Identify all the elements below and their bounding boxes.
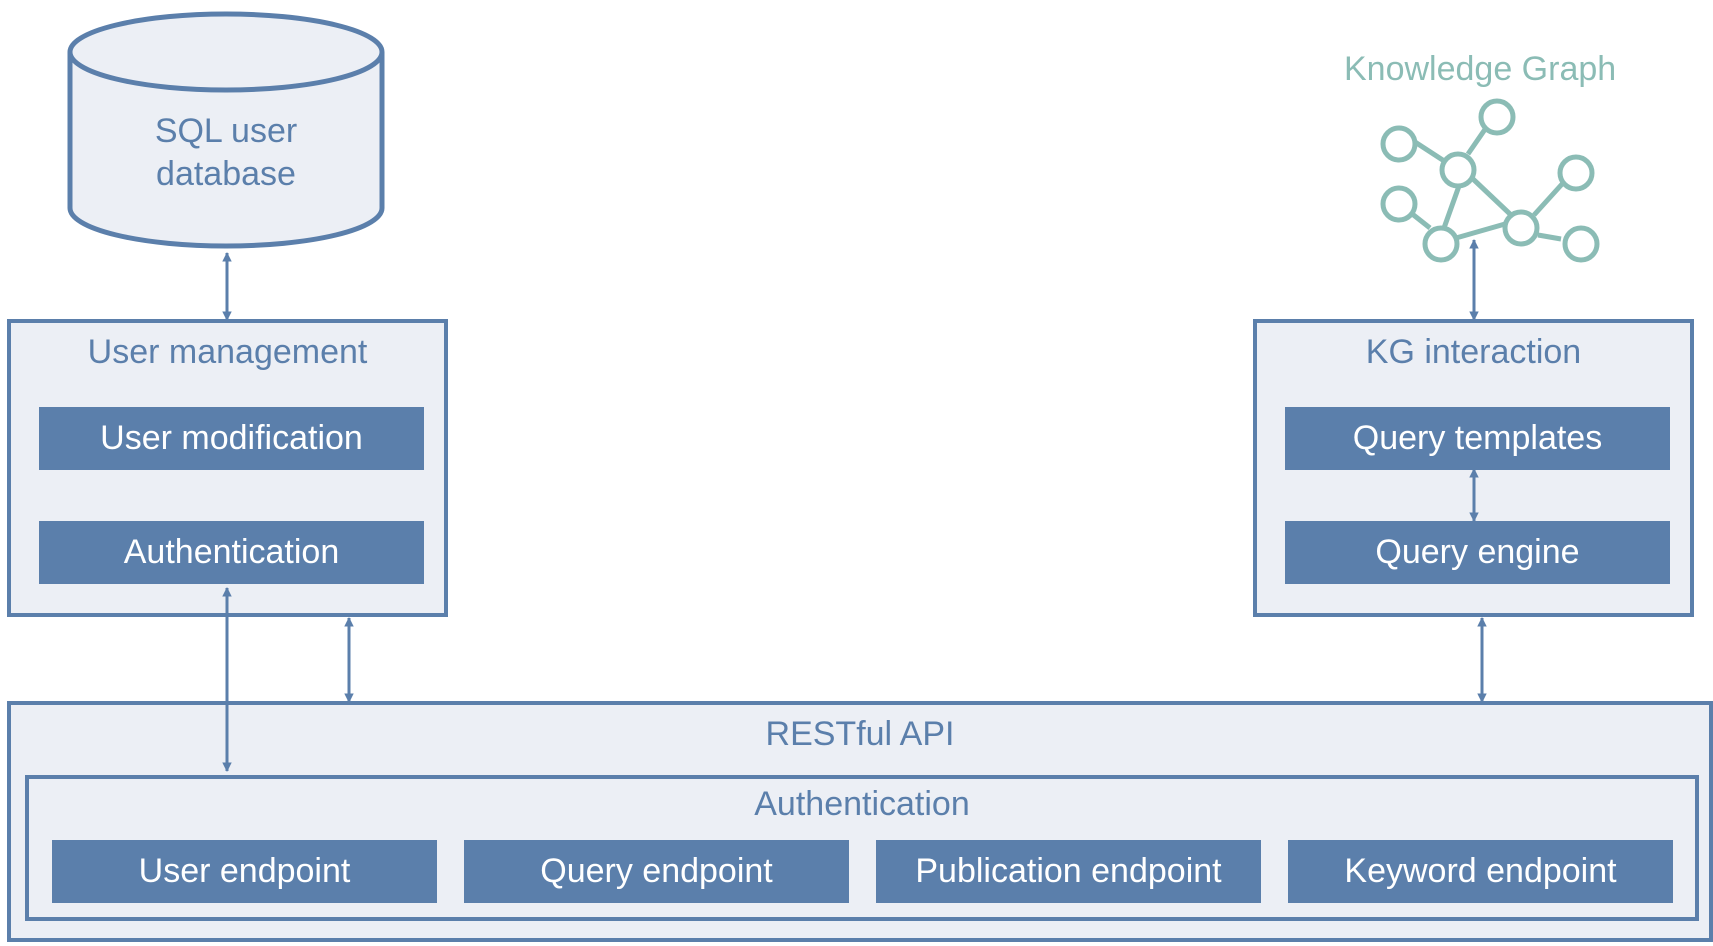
database-label-line2: database [156, 155, 296, 193]
authentication-block: Authentication [39, 521, 424, 584]
user-modification-block: User modification [39, 407, 424, 470]
knowledge-graph-title: Knowledge Graph [1344, 50, 1617, 88]
keyword-endpoint-block: Keyword endpoint [1288, 840, 1673, 903]
api-authentication-panel: Authentication User endpoint Query endpo… [25, 775, 1699, 921]
api-authentication-title: Authentication [754, 785, 970, 823]
kg-interaction-title: KG interaction [1365, 333, 1582, 371]
restful-api-panel: RESTful API Authentication User endpoint… [7, 701, 1713, 942]
database-label-line1: SQL user [154, 112, 298, 150]
query-engine-block: Query engine [1285, 521, 1670, 584]
user-management-title: User management [87, 333, 368, 371]
query-endpoint-block: Query endpoint [464, 840, 849, 903]
database-label: SQL user database [90, 110, 362, 196]
kg-interaction-panel: KG interaction Query templates Query eng… [1253, 319, 1694, 617]
query-templates-block: Query templates [1285, 407, 1670, 470]
user-endpoint-block: User endpoint [52, 840, 437, 903]
restful-api-title: RESTful API [765, 715, 955, 753]
publication-endpoint-block: Publication endpoint [876, 840, 1261, 903]
